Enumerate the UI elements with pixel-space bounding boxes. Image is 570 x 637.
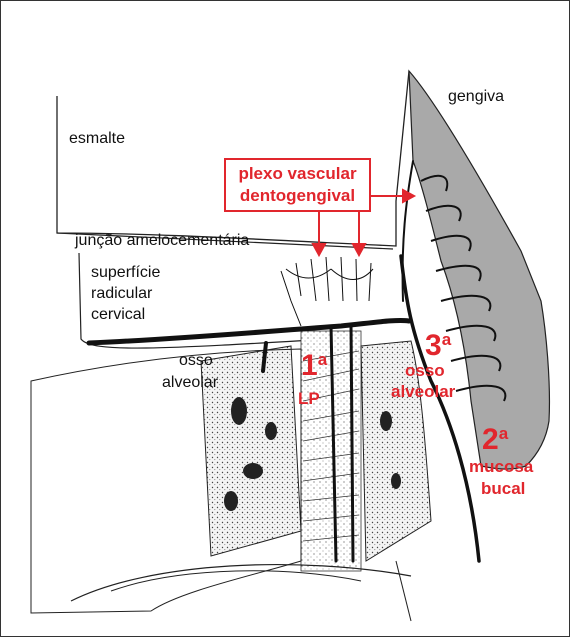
- lower-contour-inner: [111, 571, 361, 591]
- label-superficie-2: radicular: [91, 284, 152, 304]
- marker-third-label-1: osso: [405, 361, 445, 381]
- marker-first-number: 1: [301, 349, 318, 382]
- label-superficie-1: superfície: [91, 263, 160, 283]
- label-gengiva: gengiva: [448, 87, 504, 107]
- callout-line-2: dentogengival: [226, 185, 369, 207]
- label-alveolar: alveolar: [162, 373, 218, 393]
- marker-first-label: LP: [298, 389, 320, 409]
- marker-third: 3a: [425, 331, 451, 361]
- marker-second-label-2: bucal: [481, 479, 525, 499]
- marker-first-sup: a: [318, 350, 327, 369]
- marker-second-number: 2: [482, 423, 499, 456]
- marker-third-number: 3: [425, 329, 442, 362]
- marker-third-sup: a: [442, 330, 451, 349]
- marker-third-label-2: alveolar: [391, 382, 455, 402]
- label-juncao: junção amelocementária: [75, 231, 249, 251]
- marker-second-label-1: mucosa: [469, 457, 533, 477]
- marker-first: 1a: [301, 351, 327, 381]
- marker-second: 2a: [482, 425, 508, 455]
- callout-line-1: plexo vascular: [226, 163, 369, 185]
- label-esmalte: esmalte: [69, 129, 125, 149]
- plexo-callout: plexo vascular dentogengival: [224, 158, 371, 212]
- label-osso: osso: [179, 351, 213, 371]
- label-superficie-3: cervical: [91, 305, 145, 325]
- marker-second-sup: a: [499, 424, 508, 443]
- plexus-branches: [281, 257, 373, 326]
